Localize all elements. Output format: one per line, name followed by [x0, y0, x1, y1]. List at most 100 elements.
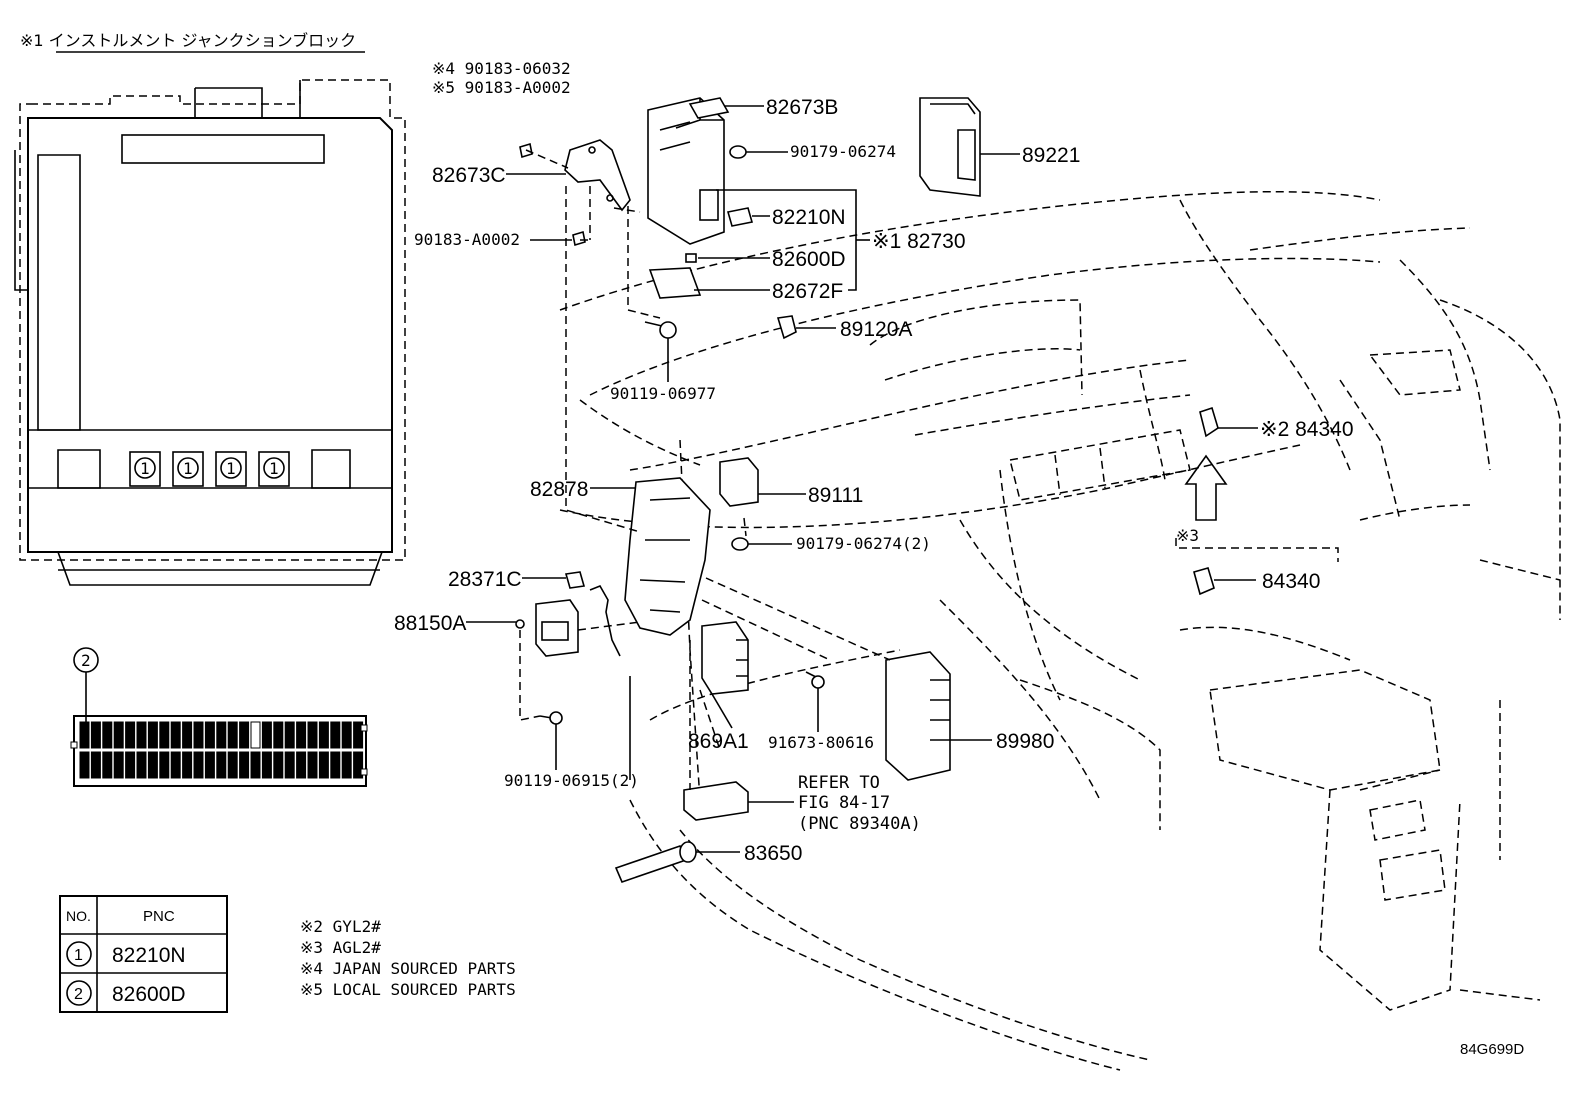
fuse-strip-tab [360, 768, 368, 776]
label-90183-A0002: 90183-A0002 [414, 230, 520, 249]
nut-90183-A0002 [572, 230, 586, 247]
fuse-cell [318, 751, 329, 779]
fuse-cell [239, 751, 250, 779]
fuse-cell [193, 721, 204, 749]
module-89340A [683, 781, 749, 821]
fuse-cell [227, 751, 238, 779]
sensor-83650 [614, 841, 697, 883]
footnote-4: ※4 JAPAN SOURCED PARTS [300, 959, 516, 978]
module-88150A [515, 599, 579, 657]
fuse-cell [170, 721, 181, 749]
label-84340-gyl2: ※2 84340 [1260, 418, 1354, 441]
fuse-strip-tab [70, 741, 78, 749]
fuse-cell [204, 751, 215, 779]
note-4-callout: ※4 90183-06032 [432, 59, 571, 78]
fuse-cell [113, 721, 124, 749]
fuse-cell [250, 751, 261, 779]
label-82600D: 82600D [772, 248, 846, 271]
fuse-cell [261, 751, 272, 779]
fuse-cell [353, 721, 364, 749]
header-note: ※1 インストルメント ジャンクションブロック [20, 31, 356, 50]
label-89221: 89221 [1022, 144, 1080, 167]
fuse-cell [296, 751, 307, 779]
label-91673-80616: 91673-80616 [768, 733, 874, 752]
assembly-lines [519, 149, 1339, 790]
fuse-82210N [726, 207, 754, 227]
table-row-2-pnc: 82600D [112, 983, 186, 1006]
fuse-cell [216, 721, 227, 749]
fuse-cell [261, 721, 272, 749]
label-89120A: 89120A [840, 318, 912, 341]
fuse-cell [273, 721, 284, 749]
fuse-strip-tab [360, 724, 368, 732]
label-82878: 82878 [530, 478, 588, 501]
refer-line-2: FIG 84-17 [798, 793, 890, 813]
ecu-89980 [885, 651, 951, 781]
fuse-cell [216, 751, 227, 779]
leader-lines [466, 105, 1258, 853]
label-88150A: 88150A [394, 612, 466, 635]
fuse-cell [353, 751, 364, 779]
figure-code: 84G699D [1460, 1041, 1524, 1058]
fuse-cell [170, 751, 181, 779]
dashboard-outline [559, 190, 1561, 1071]
callout-labels: ※4 90183-06032 ※5 90183-A0002 82673B 901… [394, 59, 1354, 865]
footnote-2: ※2 GYL2# [300, 917, 381, 936]
footnote-5: ※5 LOCAL SOURCED PARTS [300, 980, 516, 999]
table-header-pnc: PNC [143, 908, 175, 925]
table-header-no: NO. [66, 908, 91, 924]
fuse-cell [318, 721, 329, 749]
label-90119-06915: 90119-06915(2) [504, 771, 639, 790]
label-89980: 89980 [996, 730, 1054, 753]
cover-82672F [648, 267, 702, 299]
junction-marker-3: 1 [226, 459, 236, 478]
footnote-3: ※3 AGL2# [300, 938, 381, 957]
fuse-cell [79, 721, 90, 749]
table-row-2-no: 2 [74, 986, 83, 1003]
label-82210N: 82210N [772, 206, 846, 229]
bolt-90119-06977 [644, 321, 677, 339]
switch-84340-gyl2 [1184, 406, 1228, 521]
junction-block-82730 [647, 97, 725, 245]
fuse-cell [147, 721, 158, 749]
fuse-cell [307, 721, 318, 749]
fuse-82600D [685, 253, 697, 263]
fuse-cell [239, 721, 250, 749]
module-869A1 [701, 621, 749, 695]
ecu-89221 [919, 97, 981, 197]
clip-89120A [776, 315, 797, 340]
fuse-cell [90, 721, 101, 749]
label-82730: ※1 82730 [872, 230, 966, 253]
fuse-marker: 2 [81, 651, 91, 670]
fuse-cell [307, 751, 318, 779]
fuse-cell [273, 751, 284, 779]
fuse-cells [70, 721, 368, 779]
junction-markers: 1 1 1 1 [129, 451, 290, 487]
fuse-cell [102, 721, 113, 749]
fuse-cell [125, 751, 136, 779]
label-82673B: 82673B [766, 96, 838, 119]
harness [589, 584, 621, 657]
fuse-cell [284, 751, 295, 779]
fuse-cell [204, 721, 215, 749]
junction-marker-1: 1 [140, 459, 150, 478]
junction-marker-4: 1 [269, 459, 279, 478]
nut-90179-06274-2 [731, 537, 749, 551]
switch-84340-agl2 [1193, 567, 1215, 596]
note-5-callout: ※5 90183-A0002 [432, 78, 571, 97]
footnotes: ※2 GYL2# ※3 AGL2# ※4 JAPAN SOURCED PARTS… [300, 917, 516, 999]
bolt-91673-80616 [805, 671, 825, 689]
label-869A1: 869A1 [688, 730, 749, 753]
label-90119-06977: 90119-06977 [610, 384, 716, 403]
fuse-cell [147, 751, 158, 779]
fuse-cell [136, 721, 147, 749]
refer-line-3: (PNC 89340A) [798, 814, 921, 834]
fuse-strip: 2 [70, 647, 368, 787]
fuse-cell [341, 751, 352, 779]
label-note-3: ※3 [1176, 526, 1199, 545]
fuse-cell [125, 721, 136, 749]
fuse-cell [182, 751, 193, 779]
label-90179-06274-2: 90179-06274(2) [796, 534, 931, 553]
fuse-cell [284, 721, 295, 749]
fuse-cell [193, 751, 204, 779]
